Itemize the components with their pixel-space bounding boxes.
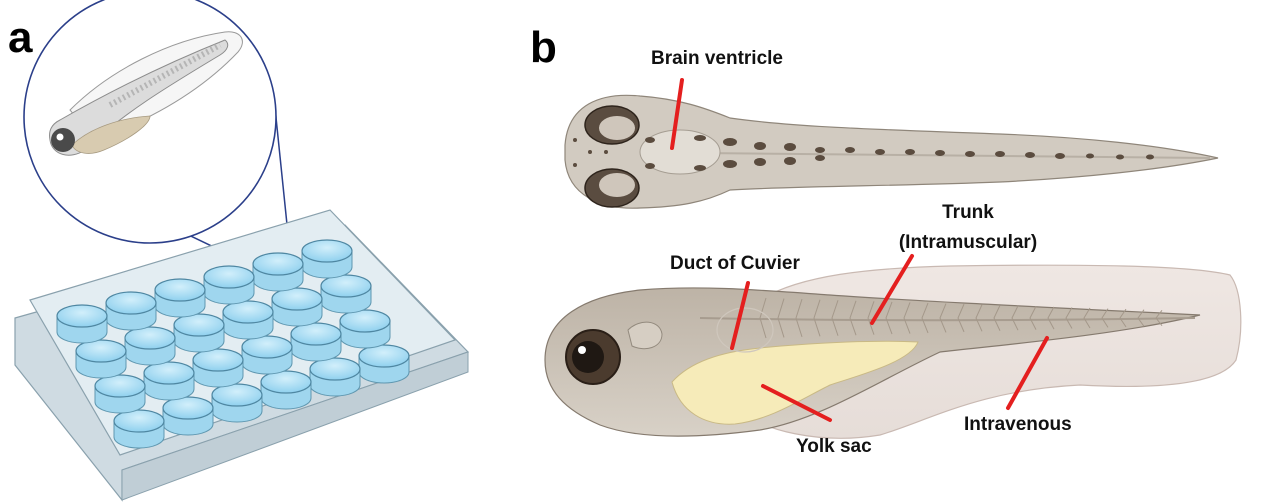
well — [359, 345, 409, 383]
pigment-spot — [905, 149, 915, 155]
well — [76, 340, 126, 378]
well — [253, 253, 303, 291]
pigment-spot — [645, 137, 655, 143]
panel-letter-a: a — [8, 13, 33, 62]
pigment-spot — [645, 163, 655, 169]
pigment-spot — [1146, 155, 1154, 160]
dorsal-eye-bottom-inner — [599, 173, 635, 197]
pigment-spot — [1025, 152, 1035, 158]
well — [114, 410, 164, 448]
label-duct-of-cuvier: Duct of Cuvier — [670, 253, 800, 274]
well — [155, 279, 205, 317]
small-larva-eye-highlight — [57, 134, 64, 141]
pigment-spot — [815, 155, 825, 161]
well — [57, 305, 107, 343]
well-plate — [15, 210, 468, 500]
well-surface — [57, 305, 107, 327]
pigment-spot — [845, 147, 855, 153]
well — [340, 310, 390, 348]
well — [310, 358, 360, 396]
well — [204, 266, 254, 304]
label-intravenous: Intravenous — [964, 414, 1072, 435]
well — [223, 301, 273, 339]
well-surface — [302, 240, 352, 262]
otic-vesicle — [628, 322, 662, 349]
well — [242, 336, 292, 374]
well — [144, 362, 194, 400]
pigment-spot — [723, 160, 737, 168]
pigment-spot — [573, 163, 577, 167]
pigment-spot — [604, 150, 608, 154]
small-larva-eye — [51, 128, 75, 152]
well — [163, 397, 213, 435]
pigment-spot — [1055, 153, 1065, 159]
well — [212, 384, 262, 422]
label-yolk-sac: Yolk sac — [796, 436, 872, 457]
well-surface — [253, 253, 303, 275]
panel-a: a — [8, 0, 468, 500]
panel-b: b — [530, 23, 1241, 457]
well-surface — [106, 292, 156, 314]
pigment-spot — [573, 138, 577, 142]
pigment-spot — [694, 135, 706, 141]
pigment-spot — [875, 149, 885, 155]
lateral-eye-highlight — [578, 346, 586, 354]
well-surface — [204, 266, 254, 288]
magnifier — [24, 0, 276, 243]
pigment-spot — [754, 142, 766, 150]
label-trunk-line2: (Intramuscular) — [899, 232, 1037, 253]
pigment-spot — [935, 150, 945, 156]
pigment-spot — [588, 150, 592, 154]
well — [193, 349, 243, 387]
pigment-spot — [1086, 154, 1094, 159]
well-surface — [155, 279, 205, 301]
pigment-spot — [1116, 155, 1124, 160]
well — [125, 327, 175, 365]
well — [174, 314, 224, 352]
dorsal-eye-top-inner — [599, 116, 635, 140]
well — [106, 292, 156, 330]
pigment-spot — [815, 147, 825, 153]
pigment-spot — [784, 143, 796, 151]
well — [272, 288, 322, 326]
well — [291, 323, 341, 361]
lateral-eye-pupil — [572, 341, 604, 373]
label-brain-ventricle: Brain ventricle — [651, 48, 783, 69]
well — [95, 375, 145, 413]
well — [321, 275, 371, 313]
pigment-spot — [754, 158, 766, 166]
pigment-spot — [784, 157, 796, 165]
pigment-spot — [694, 165, 706, 171]
pigment-spot — [995, 151, 1005, 157]
well — [261, 371, 311, 409]
well — [302, 240, 352, 278]
pigment-spot — [965, 151, 975, 157]
pigment-spot — [723, 138, 737, 146]
label-trunk-line1: Trunk — [942, 202, 994, 223]
panel-letter-b: b — [530, 23, 557, 72]
dorsal-larva — [565, 95, 1218, 208]
